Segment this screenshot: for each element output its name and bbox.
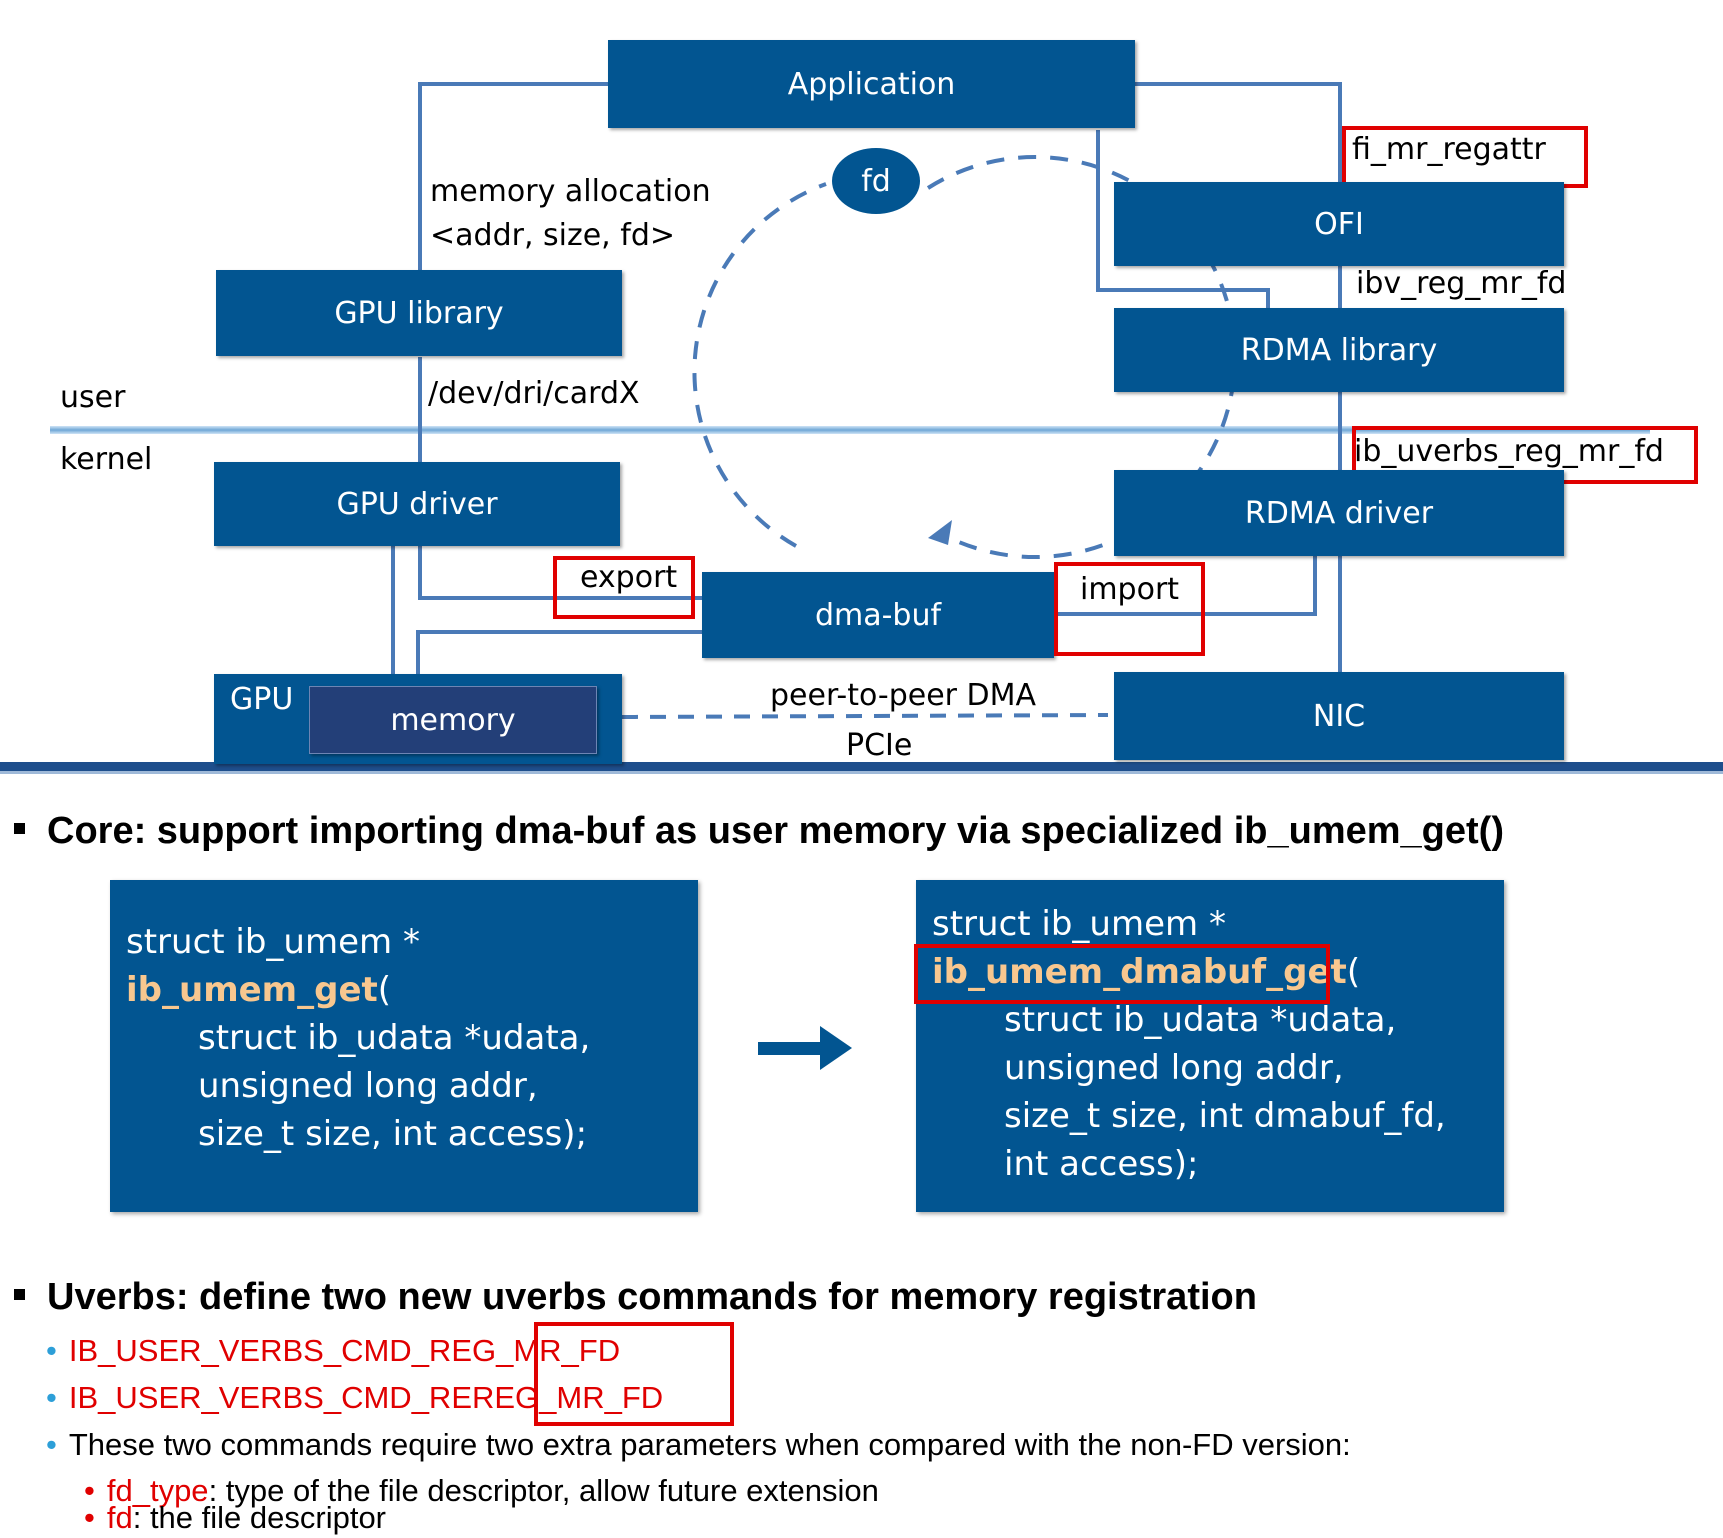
nic-label: NIC bbox=[1312, 698, 1366, 734]
fd-label: fd bbox=[861, 163, 891, 199]
ofi-box: OFI bbox=[1114, 182, 1564, 266]
user-kernel-separator bbox=[50, 426, 1650, 434]
peer-to-peer-label: peer-to-peer DMA bbox=[770, 678, 1037, 713]
old-code-line-4: unsigned long addr, bbox=[198, 1066, 538, 1106]
import-line bbox=[1055, 556, 1317, 616]
old-open-paren: ( bbox=[377, 970, 392, 1010]
square-bullet-icon bbox=[14, 1289, 25, 1301]
old-code-box: struct ib_umem * ib_umem_get( struct ib_… bbox=[110, 880, 698, 1212]
ibv-reg-mr-fd-label: ibv_reg_mr_fd bbox=[1356, 266, 1567, 301]
cmd-rereg-mr-fd: IB_USER_VERBS_CMD_REREG_MR_FD bbox=[68, 1380, 664, 1415]
gpu-library-label: GPU library bbox=[334, 295, 504, 331]
fi-mr-regattr-label: fi_mr_regattr bbox=[1352, 132, 1546, 167]
core-heading-text: Core: support importing dma-buf as user … bbox=[47, 810, 1504, 852]
gpu-library-box: GPU library bbox=[216, 270, 622, 356]
new-code-line-3: struct ib_udata *udata, bbox=[1004, 1000, 1397, 1040]
app-to-ofi-line bbox=[1135, 82, 1342, 182]
dmabuf-get-highlight bbox=[914, 944, 1330, 1004]
app-to-gpu-library-line bbox=[418, 82, 608, 270]
new-code-line-4: unsigned long addr, bbox=[1004, 1048, 1344, 1088]
param-fd-desc: : the file descriptor bbox=[132, 1500, 387, 1535]
param-fd-type-name: fd_type bbox=[106, 1473, 209, 1508]
cmd-rereg-mr-fd-item: •IB_USER_VERBS_CMD_REREG_MR_FD bbox=[46, 1380, 664, 1415]
export-label: export bbox=[580, 560, 678, 595]
export-highlight bbox=[553, 556, 695, 619]
gpu-driver-label: GPU driver bbox=[336, 486, 498, 522]
export-line bbox=[418, 546, 702, 600]
cmd-reg-mr-fd-item: •IB_USER_VERBS_CMD_REG_MR_FD bbox=[46, 1333, 621, 1368]
old-code-line-5: size_t size, int access); bbox=[198, 1114, 588, 1154]
param-fd-item: •fd: the file descriptor bbox=[84, 1500, 387, 1535]
memory-allocation-label: memory allocation bbox=[430, 174, 711, 209]
new-code-line-5: size_t size, int dmabuf_fd, bbox=[1004, 1096, 1446, 1136]
pcie-label: PCIe bbox=[846, 728, 913, 763]
gpu-driver-box: GPU driver bbox=[214, 462, 620, 546]
mr-fd-highlight bbox=[534, 1322, 734, 1426]
section-divider bbox=[0, 762, 1723, 771]
rdma-driver-label: RDMA driver bbox=[1244, 495, 1434, 531]
import-label: import bbox=[1080, 572, 1180, 607]
nic-box: NIC bbox=[1114, 672, 1564, 760]
note-item: •These two commands require two extra pa… bbox=[46, 1427, 1351, 1462]
old-function-name: ib_umem_get bbox=[126, 970, 378, 1010]
alloc-tuple-label: <addr, size, fd> bbox=[430, 218, 675, 253]
user-label: user bbox=[60, 380, 126, 415]
uverbs-heading: Uverbs: define two new uverbs commands f… bbox=[14, 1276, 1257, 1319]
old-code-line-3: struct ib_udata *udata, bbox=[198, 1018, 591, 1058]
fd-ellipse: fd bbox=[832, 148, 920, 214]
application-box: Application bbox=[608, 40, 1135, 128]
square-bullet-icon bbox=[14, 823, 25, 835]
rdma-library-label: RDMA library bbox=[1240, 332, 1438, 368]
dma-buf-label: dma-buf bbox=[814, 597, 942, 633]
new-code-line-6: int access); bbox=[1004, 1144, 1199, 1184]
new-function-name: ib_umem_dmabuf_get bbox=[932, 952, 1347, 992]
dmabuf-to-memory-line bbox=[416, 630, 702, 690]
old-code-line-1: struct ib_umem * bbox=[126, 922, 420, 962]
right-arrow-icon bbox=[758, 1026, 852, 1070]
dma-buf-box: dma-buf bbox=[702, 572, 1054, 658]
kernel-label: kernel bbox=[60, 442, 153, 477]
gpu-label: GPU bbox=[230, 682, 294, 717]
app-to-rdma-library-line bbox=[1096, 130, 1270, 308]
application-label: Application bbox=[787, 66, 956, 102]
param-fd-type-item: •fd_type: type of the file descriptor, a… bbox=[84, 1473, 879, 1508]
fd-circle-left-arc bbox=[692, 182, 827, 548]
fd-circle-arrowhead bbox=[928, 520, 952, 545]
dev-path-label: /dev/dri/cardX bbox=[428, 376, 640, 411]
import-highlight bbox=[1054, 562, 1205, 656]
new-code-line-1: struct ib_umem * bbox=[932, 904, 1226, 944]
diagram-connectors bbox=[0, 82, 1723, 774]
uverbs-heading-text: Uverbs: define two new uverbs commands f… bbox=[47, 1276, 1257, 1318]
note-text: These two commands require two extra par… bbox=[68, 1427, 1351, 1462]
memory-box: memory bbox=[309, 686, 597, 754]
fi-mr-regattr-highlight bbox=[1342, 126, 1588, 188]
cmd-reg-mr-fd: IB_USER_VERBS_CMD_REG_MR_FD bbox=[68, 1333, 621, 1368]
param-fd-type-desc: : type of the file descriptor, allow fut… bbox=[208, 1473, 879, 1508]
param-fd-name: fd bbox=[106, 1500, 133, 1535]
memory-label: memory bbox=[390, 702, 516, 738]
ib-uverbs-reg-mr-fd-label: ib_uverbs_reg_mr_fd bbox=[1354, 434, 1664, 469]
new-open-paren: ( bbox=[1346, 952, 1361, 992]
rdma-library-box: RDMA library bbox=[1114, 308, 1564, 392]
core-heading: Core: support importing dma-buf as user … bbox=[14, 810, 1504, 853]
peer-to-peer-dma-line bbox=[621, 713, 1109, 719]
ofi-label: OFI bbox=[1314, 206, 1364, 242]
rdma-driver-box: RDMA driver bbox=[1114, 470, 1564, 556]
new-code-box: struct ib_umem * ib_umem_dmabuf_get( str… bbox=[916, 880, 1504, 1212]
